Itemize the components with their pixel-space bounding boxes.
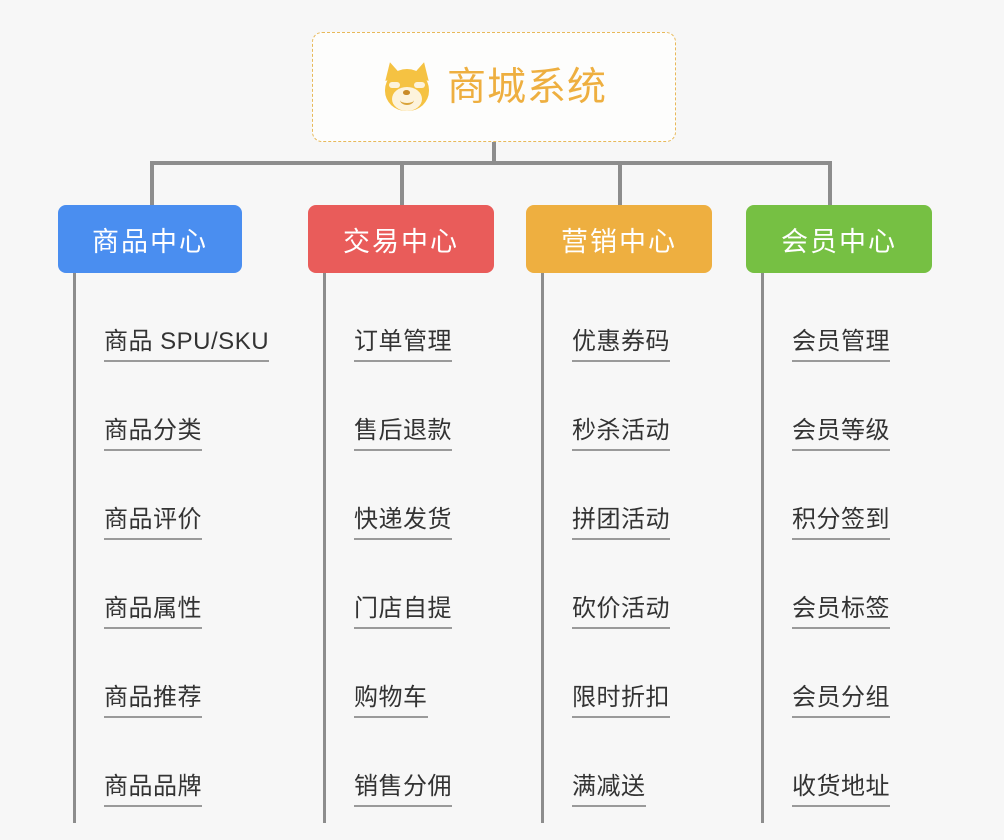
- leaf-label: 商品品牌: [104, 773, 202, 807]
- leaf-label: 门店自提: [354, 595, 452, 629]
- leaf-item[interactable]: 商品 SPU/SKU: [58, 273, 308, 362]
- leaf-item[interactable]: 快递发货: [308, 451, 526, 540]
- leaf-item[interactable]: 积分签到: [746, 451, 966, 540]
- branch-header-marketing-center[interactable]: 营销中心: [526, 205, 712, 273]
- leaf-label: 优惠券码: [572, 328, 670, 362]
- connector-drop-branch-1: [150, 161, 154, 205]
- leaf-label: 商品分类: [104, 417, 202, 451]
- leaf-item[interactable]: 商品品牌: [58, 718, 308, 807]
- leaf-label: 购物车: [354, 684, 428, 718]
- branch-column-trade-center: 订单管理 售后退款 快递发货 门店自提 购物车 销售分佣: [308, 273, 526, 823]
- leaf-label: 会员分组: [792, 684, 890, 718]
- leaf-item[interactable]: 商品推荐: [58, 629, 308, 718]
- leaf-item[interactable]: 秒杀活动: [526, 362, 746, 451]
- leaf-item[interactable]: 会员标签: [746, 540, 966, 629]
- leaf-label: 商品评价: [104, 506, 202, 540]
- leaf-label: 商品属性: [104, 595, 202, 629]
- leaf-label: 砍价活动: [572, 595, 670, 629]
- leaf-item[interactable]: 门店自提: [308, 540, 526, 629]
- leaf-item[interactable]: 会员等级: [746, 362, 966, 451]
- dog-face-icon: [381, 60, 433, 112]
- leaf-item[interactable]: 商品评价: [58, 451, 308, 540]
- branch-header-product-center[interactable]: 商品中心: [58, 205, 242, 273]
- connector-horizontal-bus: [150, 161, 832, 165]
- branch-header-member-center[interactable]: 会员中心: [746, 205, 932, 273]
- connector-root-stem: [492, 142, 496, 164]
- leaf-item[interactable]: 销售分佣: [308, 718, 526, 807]
- leaf-item[interactable]: 商品分类: [58, 362, 308, 451]
- leaf-item[interactable]: 优惠券码: [526, 273, 746, 362]
- leaf-label: 订单管理: [354, 328, 452, 362]
- leaf-label: 满减送: [572, 773, 646, 807]
- root-title: 商城系统: [446, 65, 607, 109]
- connector-drop-branch-3: [618, 161, 622, 205]
- connector-drop-branch-4: [828, 161, 832, 205]
- leaf-label: 销售分佣: [354, 773, 452, 807]
- leaf-label: 限时折扣: [572, 684, 670, 718]
- leaf-item[interactable]: 满减送: [526, 718, 746, 807]
- leaf-label: 会员管理: [792, 328, 890, 362]
- leaf-label: 快递发货: [354, 506, 452, 540]
- branch-column-product-center: 商品 SPU/SKU 商品分类 商品评价 商品属性 商品推荐 商品品牌: [58, 273, 308, 823]
- leaf-item[interactable]: 订单管理: [308, 273, 526, 362]
- leaf-label: 秒杀活动: [572, 417, 670, 451]
- leaf-item[interactable]: 商品属性: [58, 540, 308, 629]
- branch-header-trade-center[interactable]: 交易中心: [308, 205, 494, 273]
- leaf-label: 商品 SPU/SKU: [104, 328, 270, 362]
- branch-trunk-line: [761, 273, 764, 823]
- branch-trunk-line: [541, 273, 544, 823]
- branch-column-marketing-center: 优惠券码 秒杀活动 拼团活动 砍价活动 限时折扣 满减送: [526, 273, 746, 823]
- branch-column-member-center: 会员管理 会员等级 积分签到 会员标签 会员分组 收货地址: [746, 273, 966, 823]
- leaf-item[interactable]: 售后退款: [308, 362, 526, 451]
- leaf-label: 商品推荐: [104, 684, 202, 718]
- leaf-item[interactable]: 会员管理: [746, 273, 966, 362]
- leaf-item[interactable]: 拼团活动: [526, 451, 746, 540]
- leaf-label: 会员等级: [792, 417, 890, 451]
- leaf-label: 会员标签: [792, 595, 890, 629]
- leaf-label: 积分签到: [792, 506, 890, 540]
- leaf-item[interactable]: 限时折扣: [526, 629, 746, 718]
- leaf-label: 拼团活动: [572, 506, 670, 540]
- branch-trunk-line: [323, 273, 326, 823]
- leaf-item[interactable]: 购物车: [308, 629, 526, 718]
- root-node[interactable]: 商城系统: [312, 32, 676, 142]
- leaf-label: 售后退款: [354, 417, 452, 451]
- connector-drop-branch-2: [400, 161, 404, 205]
- leaf-item[interactable]: 会员分组: [746, 629, 966, 718]
- leaf-item[interactable]: 收货地址: [746, 718, 966, 807]
- branch-trunk-line: [73, 273, 76, 823]
- leaf-item[interactable]: 砍价活动: [526, 540, 746, 629]
- leaf-label: 收货地址: [792, 773, 890, 807]
